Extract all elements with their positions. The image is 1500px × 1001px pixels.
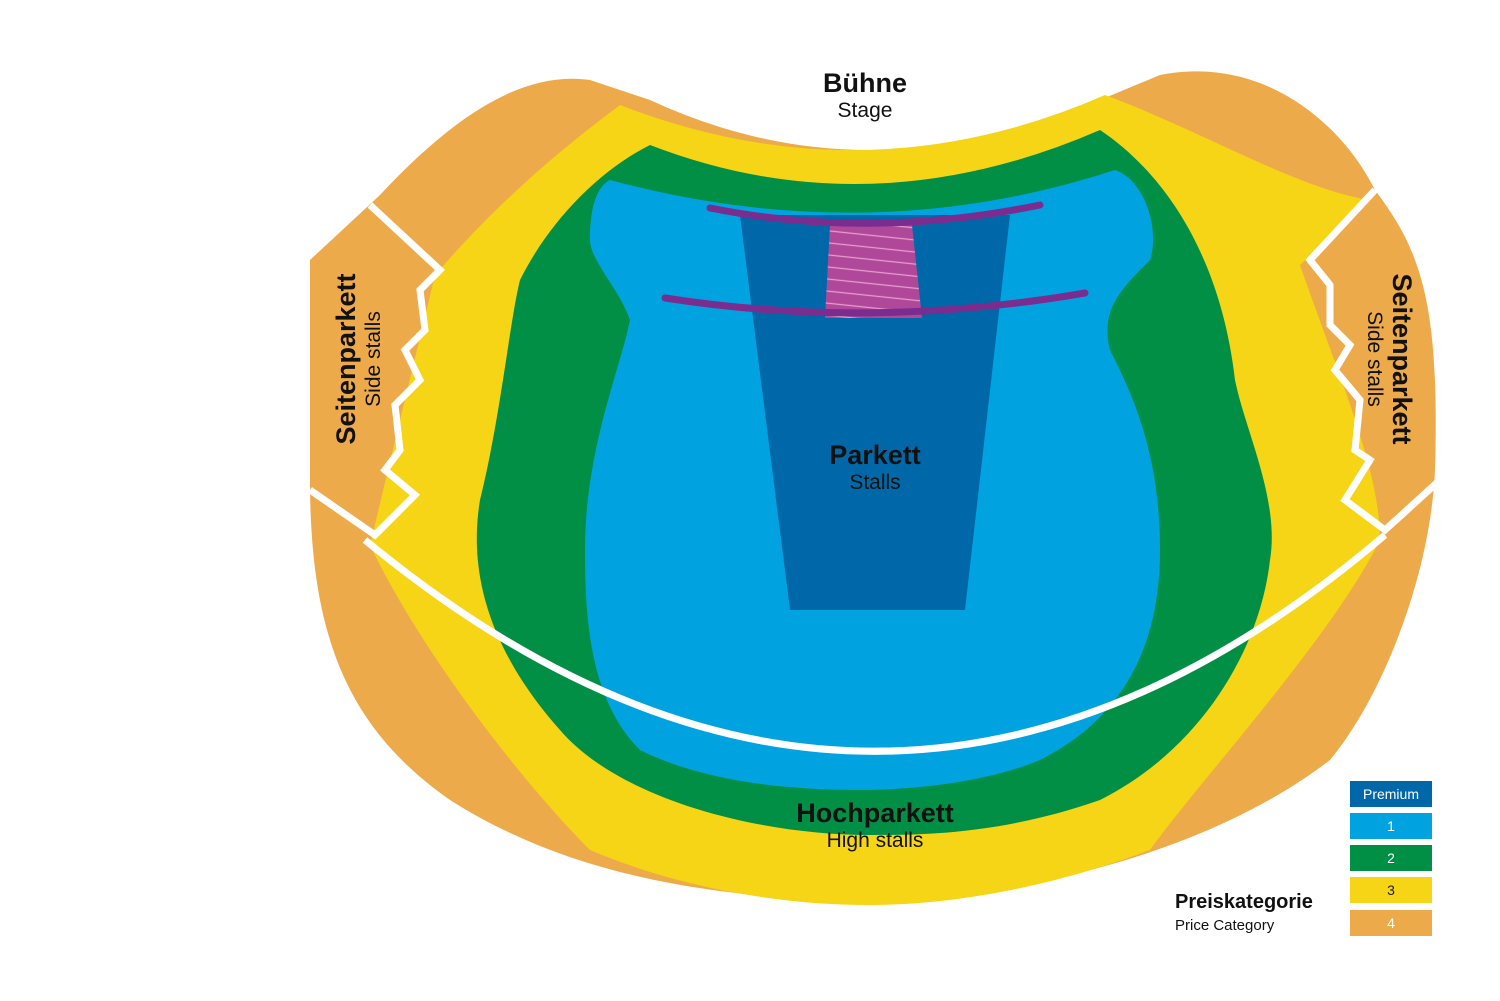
side-stalls-left-label-de: Seitenparkett (331, 273, 361, 445)
side-stalls-right-label-en: Side stalls (1363, 311, 1386, 407)
purple-divider-line (706, 201, 1044, 227)
legend-category-2: 2 (1350, 845, 1432, 871)
high-stalls-label-de: Hochparkett (796, 798, 954, 828)
restricted-hatched-area (825, 225, 922, 318)
side-stalls-right-label-de: Seitenparkett (1387, 273, 1417, 445)
legend-title: Preiskategorie (1175, 891, 1313, 913)
side-stalls-right-label: Seitenparkett Side stalls (1359, 259, 1417, 459)
stage-label: Bühne Stage (765, 68, 965, 124)
side-stalls-right-divider (1305, 187, 1443, 535)
legend-category-4: 4 (1350, 910, 1432, 936)
high-stalls-divider (362, 532, 1388, 755)
stalls-label-de: Parkett (829, 440, 921, 470)
legend-premium: Premium (1350, 781, 1432, 807)
legend-category-3: 3 (1350, 877, 1432, 903)
side-stalls-left-label-en: Side stalls (362, 311, 385, 407)
stage-label-en: Stage (837, 99, 893, 122)
stage-label-de: Bühne (823, 68, 907, 98)
legend-subtitle: Price Category (1175, 917, 1275, 934)
stalls-label: Parkett Stalls (775, 440, 975, 496)
purple-divider-line (661, 289, 1089, 317)
high-stalls-label: Hochparkett High stalls (725, 798, 1025, 854)
side-stalls-left-divider (308, 202, 446, 540)
side-stalls-left-label: Seitenparkett Side stalls (331, 259, 389, 459)
high-stalls-label-en: High stalls (826, 829, 924, 852)
legend-category-1: 1 (1350, 813, 1432, 839)
stalls-label-en: Stalls (849, 471, 901, 494)
